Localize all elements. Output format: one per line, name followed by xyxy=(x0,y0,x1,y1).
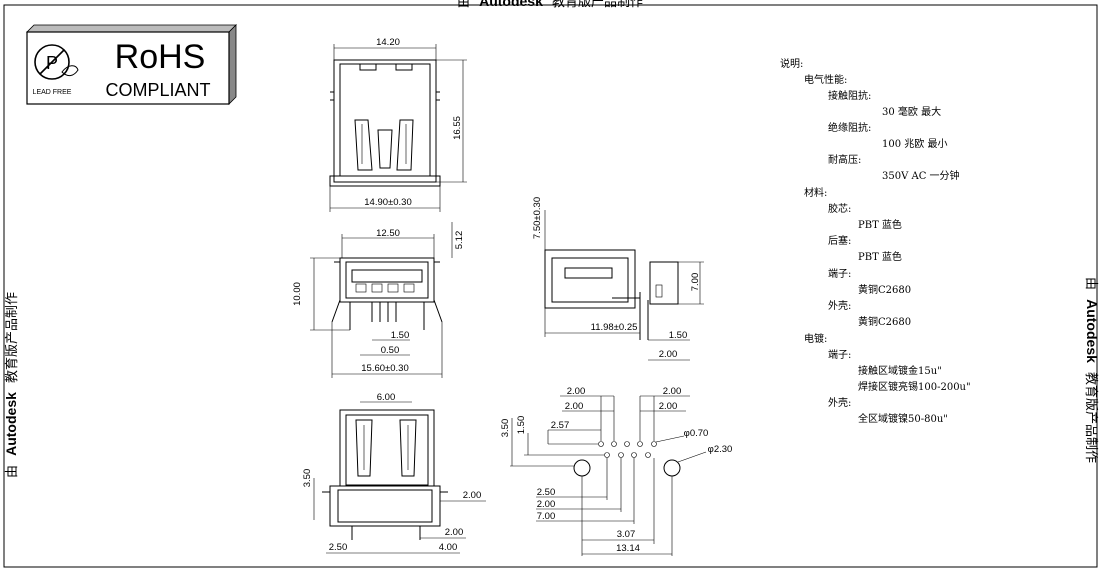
notes-heading: 说明: xyxy=(780,57,803,70)
notes-core: 胶芯: xyxy=(828,202,851,215)
pcb-bottom-b: 2.00 xyxy=(537,499,556,510)
svg-text:由 Autodesk 教育版产品制作: 由 Autodesk 教育版产品制作 xyxy=(1,292,20,478)
svg-text:由 Autodesk 教育版产品制作: 由 Autodesk 教育版产品制作 xyxy=(1083,277,1100,463)
dim-side-pin: 1.50 xyxy=(669,330,688,341)
pcb-hole-small: φ0.70 xyxy=(684,428,709,439)
notes-shell: 外壳: xyxy=(828,299,851,312)
dim-front-width: 12.50 xyxy=(376,228,400,239)
dim-top-base: 14.90±0.30 xyxy=(364,197,411,208)
pcb-bottom-c: 7.00 xyxy=(537,511,556,522)
notes-plating-terminal-value2: 焊接区镀亮锡100-200u" xyxy=(858,380,971,393)
dim-front-pin-offset: 0.50 xyxy=(381,345,400,356)
side-view: 7.50±0.30 7.00 11.98±0.25 1.50 2.00 xyxy=(532,197,704,361)
notes-contact-resistance: 接触阻抗: xyxy=(828,89,871,102)
dim-front-base: 15.60±0.30 xyxy=(361,363,408,374)
pcb-bottom-d: 3.07 xyxy=(617,529,636,540)
dim-side-height: 7.00 xyxy=(690,273,701,292)
notes-contact-resistance-value: 30 毫欧 最大 xyxy=(882,105,941,118)
pcb-bottom-a: 2.50 xyxy=(537,487,556,498)
bottom-view: 6.00 3.50 2.00 2.00 2.50 4.00 xyxy=(302,392,486,554)
pcb-bottom-e: 13.14 xyxy=(616,543,640,554)
dim-front-pin-span: 1.50 xyxy=(391,330,410,341)
notes-core-value: PBT 蓝色 xyxy=(858,218,902,231)
pcb-top-c: 2.00 xyxy=(565,401,584,412)
notes-plating-shell: 外壳: xyxy=(828,396,851,409)
pcb-left-a: 3.50 xyxy=(500,419,511,438)
notes-terminal: 端子: xyxy=(828,267,851,280)
top-view: 14.20 16.55 14.90±0.30 xyxy=(329,37,467,212)
dim-side-pin2: 2.00 xyxy=(659,349,678,360)
front-view: 12.50 5.12 10.00 1.50 0.50 15.60±0.30 xyxy=(292,222,465,378)
svg-text:LEAD FREE: LEAD FREE xyxy=(33,89,72,96)
dim-front-top: 5.12 xyxy=(454,231,465,250)
notes-plating-terminal: 端子: xyxy=(828,348,851,361)
pcb-top-d: 2.00 xyxy=(659,401,678,412)
dim-front-height: 10.00 xyxy=(292,282,303,306)
dim-bottom-right1: 2.00 xyxy=(463,490,482,501)
dim-bottom-base-left: 2.50 xyxy=(329,542,348,553)
rohs-logo: P LEAD FREE RoHS COMPLIANT xyxy=(26,24,237,105)
dim-bottom-width: 6.00 xyxy=(377,392,396,403)
notes-withstand-voltage: 耐高压: xyxy=(828,153,861,166)
dim-top-height: 16.55 xyxy=(452,116,463,140)
pcb-left-b: 1.50 xyxy=(516,416,527,435)
pcb-left-c: 2.57 xyxy=(551,420,570,431)
notes-material: 材料: xyxy=(804,186,827,199)
pcb-layout: 2.00 2.00 2.00 2.00 3.50 1.50 2.57 φ0.70… xyxy=(500,386,732,556)
spec-notes: 说明: 电气性能: 接触阻抗: 30 毫欧 最大 绝缘阻抗: 100 兆欧 最小… xyxy=(780,57,971,425)
rohs-title: RoHS xyxy=(115,38,206,76)
notes-withstand-voltage-value: 350V AC 一分钟 xyxy=(882,169,960,182)
pcb-hole-big: φ2.30 xyxy=(708,444,733,455)
notes-insulation-resistance: 绝缘阻抗: xyxy=(828,121,871,134)
watermark-right: 由 Autodesk 教育版产品制作 xyxy=(1083,277,1100,463)
pcb-top-b: 2.00 xyxy=(663,386,682,397)
notes-plating-shell-value: 全区域镀镍50-80u" xyxy=(858,412,948,425)
watermark-left: 由 Autodesk 教育版产品制作 xyxy=(1,292,20,478)
notes-insulation-resistance-value: 100 兆欧 最小 xyxy=(882,138,947,150)
dim-bottom-base-right: 4.00 xyxy=(439,542,458,553)
lead-free-icon: P LEAD FREE xyxy=(33,44,79,96)
notes-plating-terminal-value1: 接触区域镀金15u" xyxy=(858,364,942,377)
dim-bottom-right2: 2.00 xyxy=(445,527,464,538)
pcb-top-a: 2.00 xyxy=(567,386,586,397)
notes-plating: 电镀: xyxy=(804,332,827,345)
dim-side-top: 7.50±0.30 xyxy=(532,197,543,239)
dim-bottom-left: 3.50 xyxy=(302,469,313,488)
watermark-top: 由 Autodesk 教育版产品制作 xyxy=(457,0,643,10)
notes-rear-plug: 后塞: xyxy=(828,234,851,247)
notes-shell-value: 黄铜C2680 xyxy=(858,315,911,328)
notes-electrical: 电气性能: xyxy=(804,73,847,86)
notes-terminal-value: 黄铜C2680 xyxy=(858,283,911,296)
svg-text:P: P xyxy=(46,53,58,73)
dim-side-base: 11.98±0.25 xyxy=(591,322,638,333)
dim-top-width: 14.20 xyxy=(376,37,400,48)
rohs-subtitle: COMPLIANT xyxy=(105,80,210,100)
notes-rear-plug-value: PBT 蓝色 xyxy=(858,250,902,263)
